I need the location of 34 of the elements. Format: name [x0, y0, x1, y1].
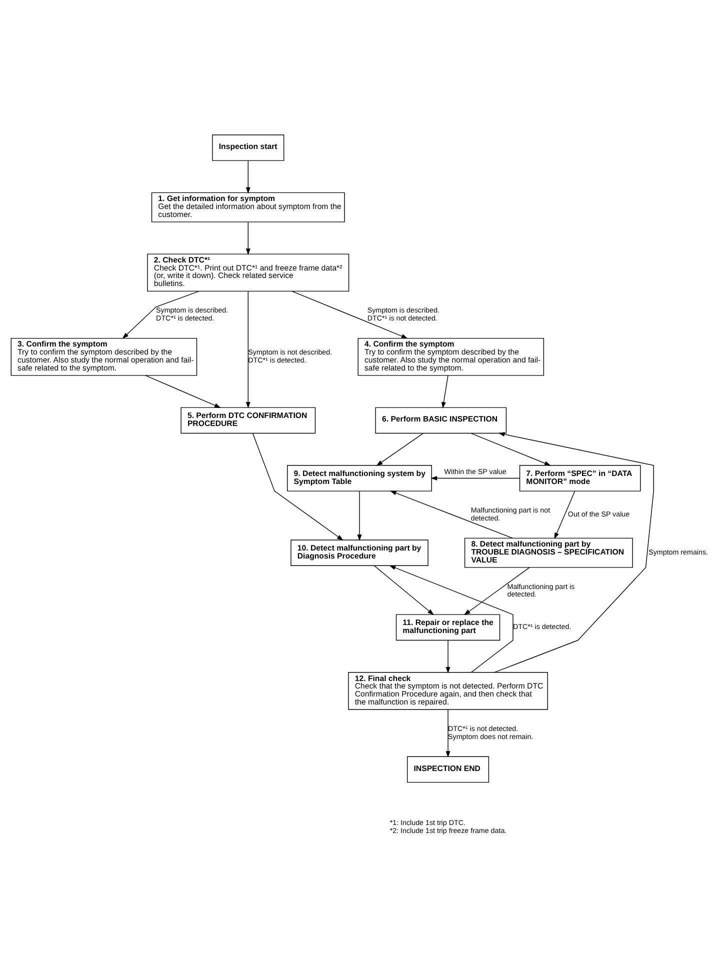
arrow — [441, 374, 448, 408]
arrow — [246, 160, 250, 194]
arrow — [389, 564, 514, 672]
arrow — [446, 640, 450, 673]
arrow — [464, 566, 530, 615]
node-box: 9. Detect malfunctioning system by Symptom Table — [287, 464, 432, 491]
arrow — [376, 432, 424, 466]
node-box: INSPECTION END — [406, 756, 490, 782]
node-box: 4. Confirm the symptom Try to confirm the symptom described by the customer. Also study the normal operation and fail-safe related to the symptom. — [358, 337, 544, 376]
arrow — [430, 475, 520, 480]
node-box: 7. Perform “SPEC” in “DATA MONITOR” mode — [519, 464, 641, 491]
node-box: 10. Detect malfunctioning part by Diagnosis Procedure — [290, 539, 428, 566]
arrow — [390, 490, 513, 538]
arrow — [246, 290, 250, 408]
arrow — [470, 432, 551, 466]
arrow — [145, 374, 221, 408]
node-box: 1. Get information for symptom Get the detailed information about symptom from the customer. — [151, 192, 345, 222]
arrow — [554, 490, 576, 539]
node-box: 2. Check DTC*¹ Check DTC*¹. Print out DTC*¹ and freeze frame data*² (or, write it down). Check related service bulletins. — [147, 253, 350, 292]
node-box: 5. Perform DTC CONFIRMATION PROCEDURE — [180, 406, 316, 434]
node-box: 11. Repair or replace the malfunctioning part — [396, 614, 500, 640]
node-box: 6. Perform BASIC INSPECTION — [375, 406, 507, 434]
node-box: 8. Detect malfunctioning part by TROUBLE DIAGNOSIS – SPECIFICATION VALUE — [464, 537, 633, 568]
arrow — [374, 564, 434, 615]
node-box: Inspection start — [212, 134, 284, 160]
arrow — [246, 221, 250, 254]
arrow — [252, 432, 344, 540]
arrow — [357, 490, 362, 540]
node-box: 12. Final check Check that the symptom is not detected. Perform DTC Confirmation Procedure again, and then check that the malfunction is repaired. — [348, 672, 548, 710]
node-box: 3. Confirm the symptom Try to confirm the symptom described by the customer. Also study the normal operation and fail-safe related to the symptom. — [10, 337, 198, 376]
arrow — [494, 432, 654, 672]
arrow — [292, 290, 408, 338]
arrow — [122, 290, 200, 338]
arrow — [446, 708, 450, 758]
